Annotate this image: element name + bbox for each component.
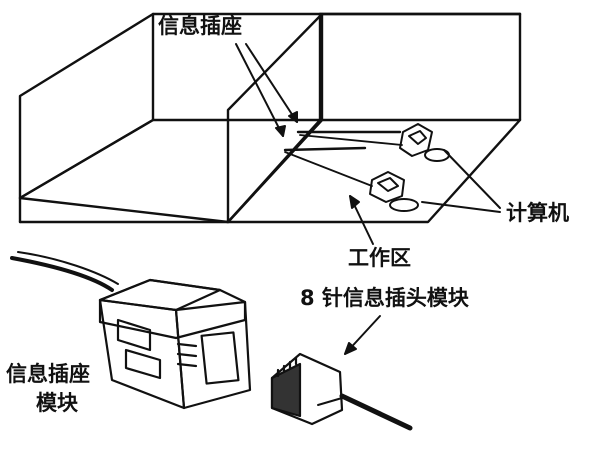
cable-to-computer-2 <box>284 151 373 187</box>
plug-cable-edge <box>317 397 343 406</box>
socket-cable-2 <box>17 251 119 285</box>
arrowhead-work-area <box>349 195 360 209</box>
wall-rail-lower <box>283 146 367 152</box>
arrow-socket-2 <box>245 43 298 123</box>
plug-module-label: 8 针信息插头模块 <box>300 286 469 310</box>
keyboard-2 <box>389 198 419 212</box>
plug-pin-teeth <box>276 356 298 378</box>
plug-module-drawing <box>270 352 413 431</box>
arrowhead-socket-2 <box>288 111 298 123</box>
plug-pins-shade <box>270 362 302 418</box>
cable-to-computer-1 <box>299 134 403 146</box>
plug-cable <box>339 393 413 431</box>
work-area-label: 工作区 <box>348 246 411 270</box>
socket-module-drawing <box>10 251 252 410</box>
line-computer-2 <box>421 201 501 213</box>
arrowhead-plug <box>344 342 357 355</box>
computer-label: 计算机 <box>506 201 569 225</box>
socket-contacts <box>176 342 198 368</box>
arrowhead-socket-1 <box>275 125 286 137</box>
information-socket-label: 信息插座 <box>158 14 242 38</box>
middle-partition <box>226 12 324 224</box>
room-box <box>18 12 522 224</box>
socket-module-label-line2: 模块 <box>36 391 78 415</box>
callout-arrows <box>235 43 501 355</box>
computer-icon-2 <box>369 171 405 203</box>
socket-cable <box>10 256 114 292</box>
cables <box>284 134 403 187</box>
socket-side-face <box>98 298 186 410</box>
left-partition <box>18 12 155 200</box>
socket-latch <box>116 318 162 380</box>
right-floor <box>226 118 522 224</box>
socket-jack-opening <box>200 331 240 385</box>
arrow-socket-1 <box>235 43 284 137</box>
line-computer-1 <box>443 149 501 209</box>
computers <box>369 123 450 212</box>
socket-module-label-line1: 信息插座 <box>6 362 90 386</box>
